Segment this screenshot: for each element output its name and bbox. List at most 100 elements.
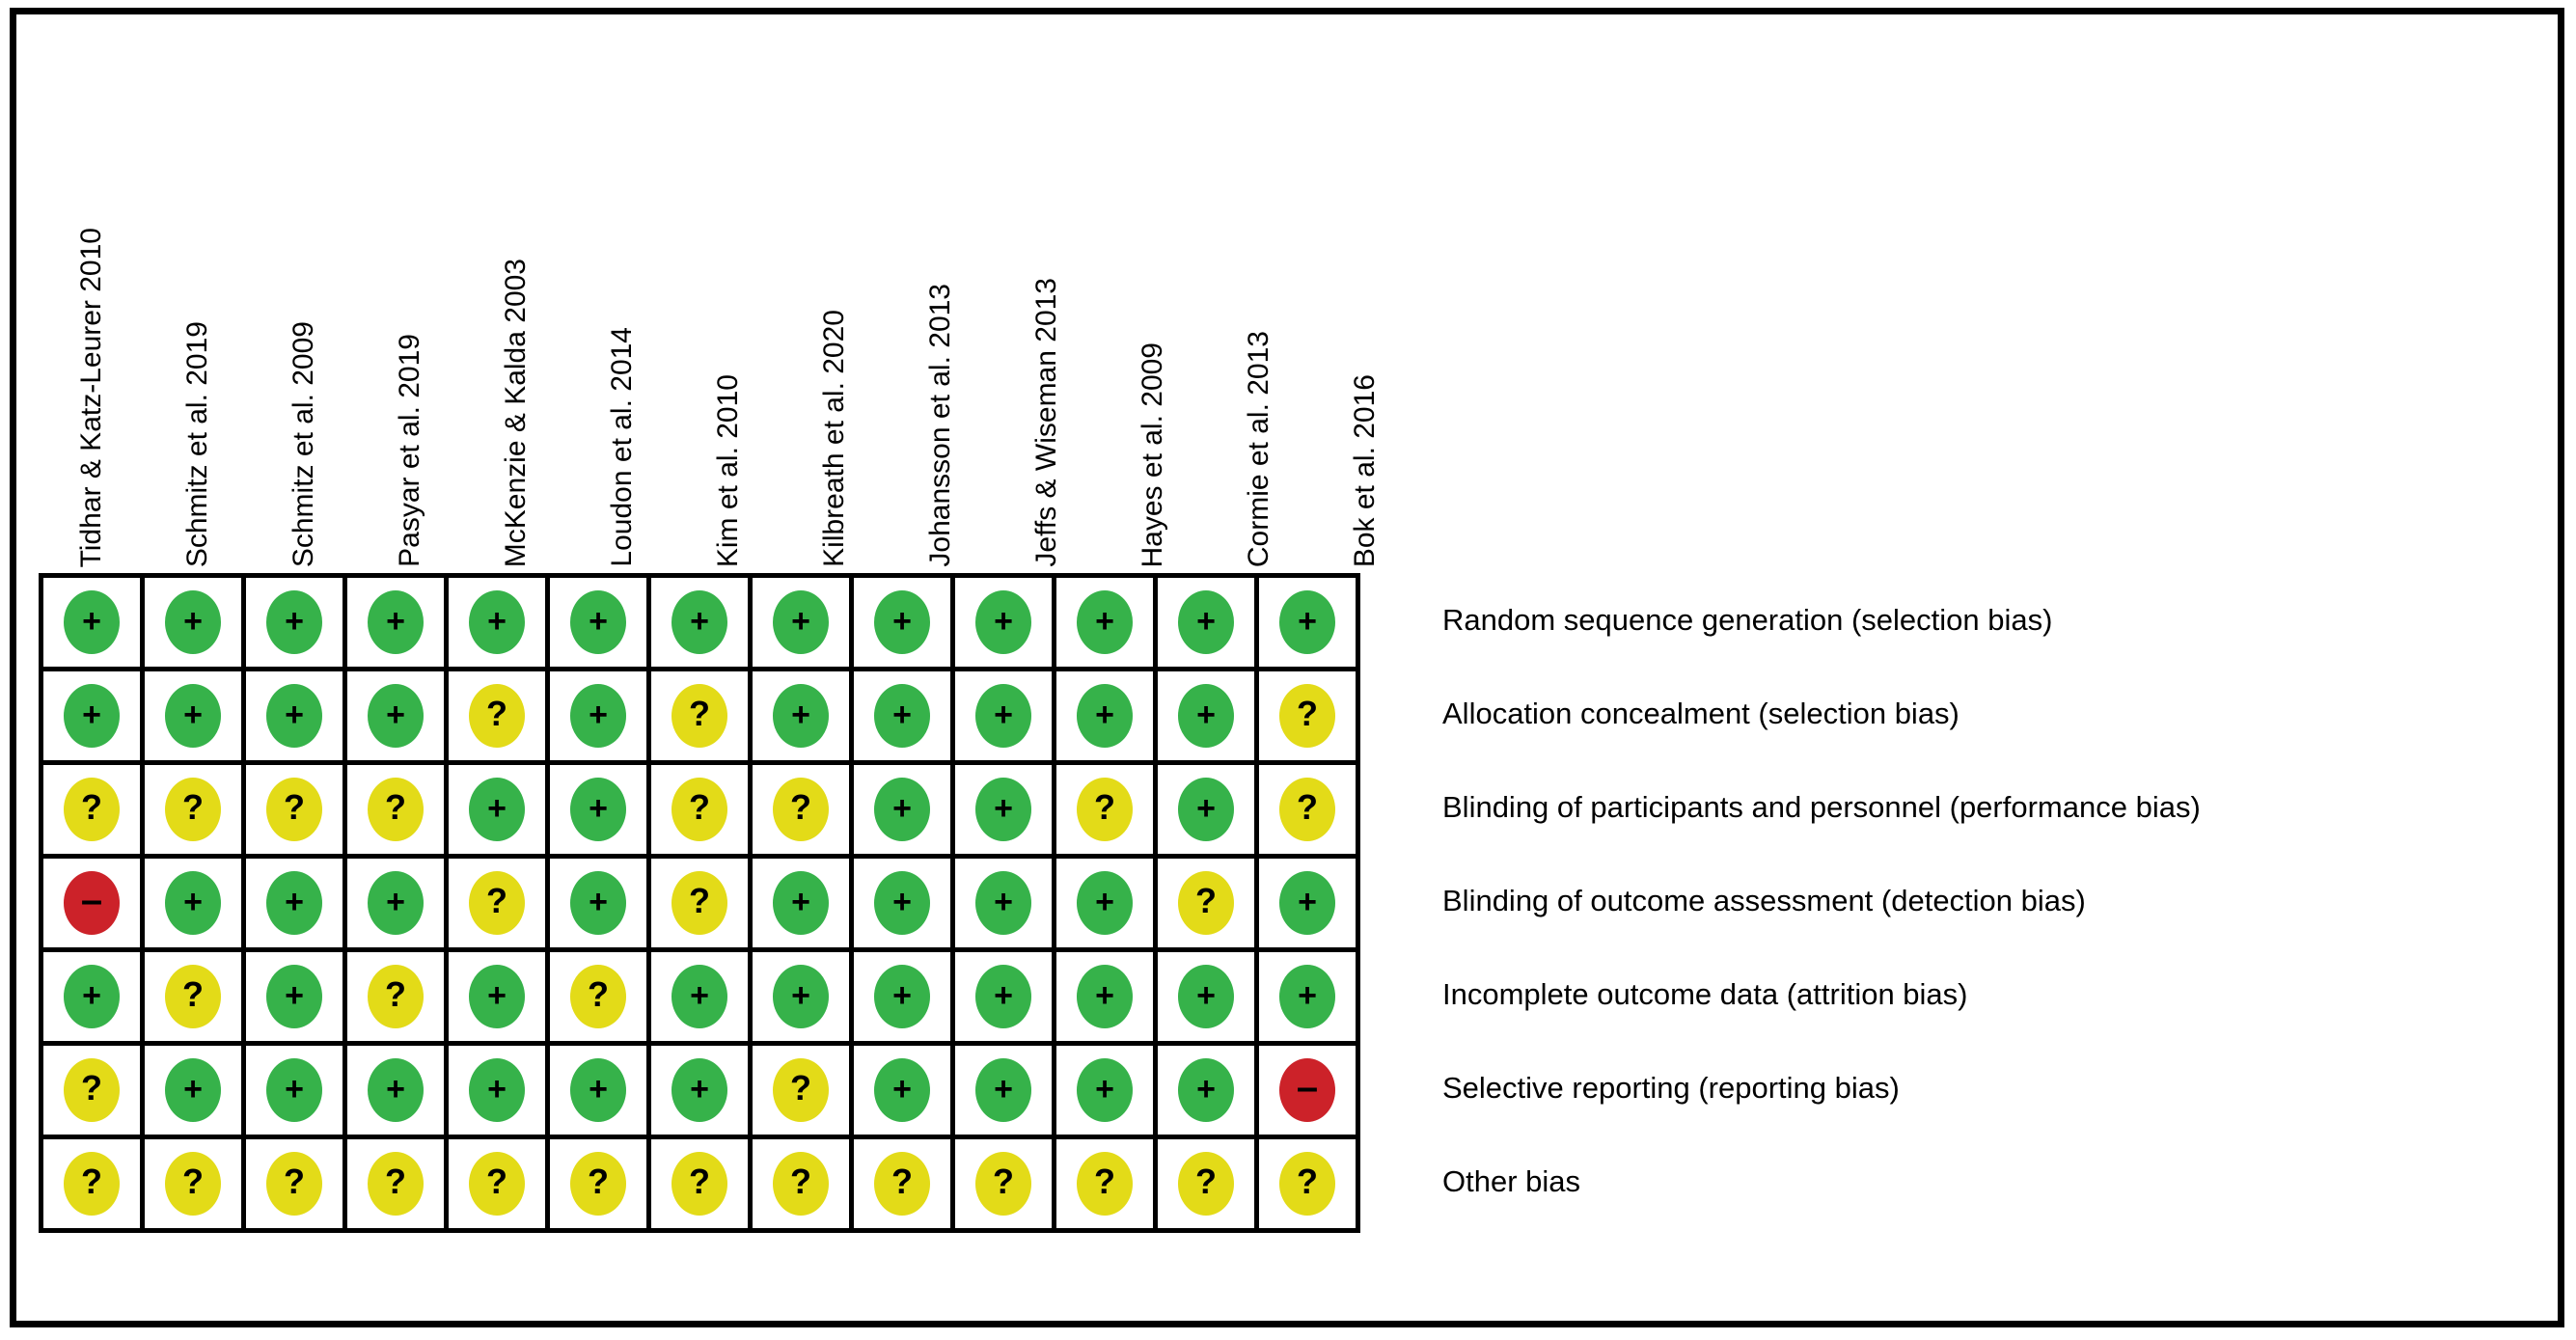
judgement-cell[interactable]: + xyxy=(449,1046,550,1139)
judgement-cell[interactable]: + xyxy=(550,765,651,859)
judgement-cell[interactable]: + xyxy=(145,671,246,765)
judgement-cell[interactable]: + xyxy=(1158,578,1259,671)
judgement-cell[interactable]: + xyxy=(347,671,449,765)
judgement-cell[interactable]: + xyxy=(753,578,854,671)
judgement-cell[interactable]: ? xyxy=(145,1139,246,1233)
judgement-cell[interactable]: ? xyxy=(246,765,347,859)
judgement-cell[interactable]: + xyxy=(753,671,854,765)
judgement-cell[interactable]: ? xyxy=(1158,859,1259,952)
judgement-cell[interactable]: + xyxy=(246,952,347,1046)
judgement-cell[interactable]: + xyxy=(145,1046,246,1139)
judgement-cell[interactable]: + xyxy=(43,671,145,765)
judgement-cell[interactable]: + xyxy=(145,859,246,952)
judgement-glyph: + xyxy=(892,977,912,1014)
judgement-cell[interactable]: + xyxy=(1158,765,1259,859)
judgement-cell[interactable]: ? xyxy=(854,1139,955,1233)
judgement-cell[interactable]: ? xyxy=(651,671,753,765)
judgement-cell[interactable]: + xyxy=(246,859,347,952)
judgement-cell[interactable]: ? xyxy=(955,1139,1056,1233)
judgement-cell[interactable]: ? xyxy=(449,671,550,765)
judgement-cell[interactable]: + xyxy=(1158,671,1259,765)
judgement-cell[interactable]: ? xyxy=(1259,1139,1360,1233)
judgement-glyph: + xyxy=(487,977,507,1014)
judgement-cell[interactable]: + xyxy=(1056,859,1158,952)
risk-low-icon: + xyxy=(368,590,424,654)
judgement-cell[interactable]: + xyxy=(246,671,347,765)
judgement-cell[interactable]: + xyxy=(753,952,854,1046)
risk-low-icon: + xyxy=(773,965,829,1028)
judgement-cell[interactable]: ? xyxy=(753,765,854,859)
judgement-cell[interactable]: ? xyxy=(145,952,246,1046)
judgement-cell[interactable]: + xyxy=(550,1046,651,1139)
judgement-cell[interactable]: + xyxy=(854,1046,955,1139)
judgement-glyph: + xyxy=(1095,884,1114,920)
judgement-glyph: ? xyxy=(689,694,710,733)
judgement-cell[interactable]: + xyxy=(955,578,1056,671)
judgement-cell[interactable]: + xyxy=(246,1046,347,1139)
judgement-cell[interactable]: + xyxy=(347,1046,449,1139)
judgement-cell[interactable]: ? xyxy=(753,1046,854,1139)
judgement-cell[interactable]: ? xyxy=(43,1139,145,1233)
judgement-cell[interactable]: ? xyxy=(550,1139,651,1233)
judgement-cell[interactable]: + xyxy=(1158,1046,1259,1139)
judgement-cell[interactable]: + xyxy=(550,671,651,765)
judgement-cell[interactable]: + xyxy=(955,859,1056,952)
judgement-cell[interactable]: + xyxy=(1158,952,1259,1046)
judgement-cell[interactable]: ? xyxy=(550,952,651,1046)
judgement-cell[interactable]: + xyxy=(1056,671,1158,765)
judgement-cell[interactable]: ? xyxy=(1158,1139,1259,1233)
judgement-cell[interactable]: ? xyxy=(1056,765,1158,859)
judgement-cell[interactable]: ? xyxy=(145,765,246,859)
judgement-cell[interactable]: ? xyxy=(1056,1139,1158,1233)
judgement-cell[interactable]: + xyxy=(347,859,449,952)
judgement-cell[interactable]: + xyxy=(955,952,1056,1046)
judgement-cell[interactable]: + xyxy=(955,671,1056,765)
judgement-cell[interactable]: + xyxy=(1259,578,1360,671)
judgement-cell[interactable]: + xyxy=(854,952,955,1046)
judgement-cell[interactable]: + xyxy=(1259,859,1360,952)
judgement-cell[interactable]: + xyxy=(651,952,753,1046)
judgement-cell[interactable]: ? xyxy=(651,765,753,859)
judgement-cell[interactable]: ? xyxy=(449,859,550,952)
judgement-cell[interactable]: + xyxy=(1259,952,1360,1046)
judgement-cell[interactable]: ? xyxy=(43,1046,145,1139)
judgement-cell[interactable]: + xyxy=(854,859,955,952)
judgement-cell[interactable]: ? xyxy=(347,765,449,859)
judgement-cell[interactable]: ? xyxy=(651,1139,753,1233)
judgement-cell[interactable]: ? xyxy=(651,859,753,952)
judgement-cell[interactable]: + xyxy=(449,952,550,1046)
judgement-cell[interactable]: + xyxy=(955,1046,1056,1139)
judgement-cell[interactable]: + xyxy=(550,578,651,671)
judgement-cell[interactable]: + xyxy=(1056,578,1158,671)
judgement-cell[interactable]: + xyxy=(955,765,1056,859)
judgement-glyph: + xyxy=(1298,884,1317,920)
judgement-cell[interactable]: ? xyxy=(347,1139,449,1233)
judgement-cell[interactable]: + xyxy=(854,765,955,859)
judgement-cell[interactable]: + xyxy=(651,578,753,671)
judgement-cell[interactable]: + xyxy=(246,578,347,671)
judgement-cell[interactable]: + xyxy=(1056,1046,1158,1139)
judgement-cell[interactable]: + xyxy=(753,859,854,952)
judgement-cell[interactable]: + xyxy=(550,859,651,952)
judgement-glyph: + xyxy=(994,603,1013,640)
judgement-cell[interactable]: ? xyxy=(753,1139,854,1233)
judgement-cell[interactable]: + xyxy=(449,578,550,671)
judgement-cell[interactable]: + xyxy=(347,578,449,671)
judgement-cell[interactable]: + xyxy=(651,1046,753,1139)
judgement-cell[interactable]: ? xyxy=(347,952,449,1046)
judgement-cell[interactable]: + xyxy=(854,671,955,765)
judgement-cell[interactable]: ? xyxy=(1259,765,1360,859)
judgement-cell[interactable]: + xyxy=(145,578,246,671)
judgement-cell[interactable]: + xyxy=(449,765,550,859)
judgement-cell[interactable]: + xyxy=(1056,952,1158,1046)
judgement-cell[interactable]: ? xyxy=(449,1139,550,1233)
judgement-cell[interactable]: ? xyxy=(1259,671,1360,765)
risk-low-icon: + xyxy=(1178,965,1234,1028)
judgement-cell[interactable]: – xyxy=(1259,1046,1360,1139)
judgement-cell[interactable]: – xyxy=(43,859,145,952)
judgement-cell[interactable]: + xyxy=(43,578,145,671)
judgement-cell[interactable]: + xyxy=(854,578,955,671)
judgement-cell[interactable]: ? xyxy=(43,765,145,859)
judgement-cell[interactable]: ? xyxy=(246,1139,347,1233)
judgement-cell[interactable]: + xyxy=(43,952,145,1046)
